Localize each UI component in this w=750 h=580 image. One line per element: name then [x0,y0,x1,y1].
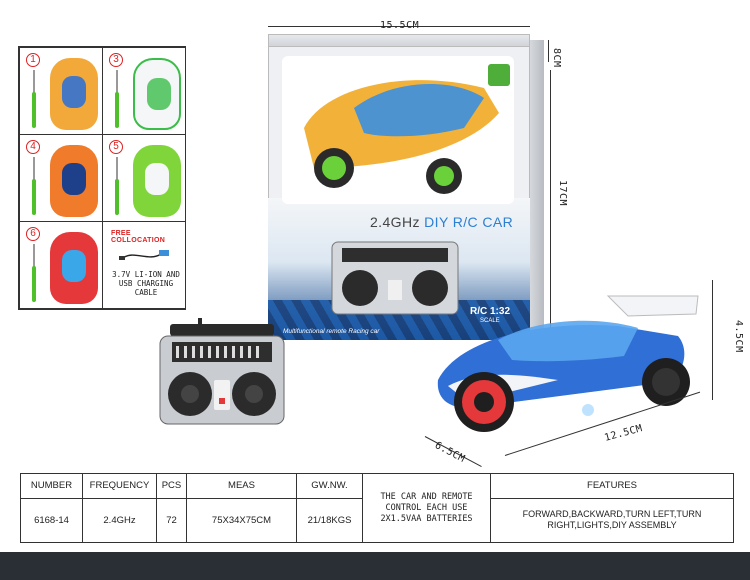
car-width-label: 6.5CM [432,440,467,466]
variant-1: 1 [19,47,103,135]
variant-number: 5 [109,140,123,154]
package-title: 2.4GHz DIY R/C CAR [370,214,513,230]
dimension-line [712,280,713,400]
rc-car-image [437,295,699,432]
packaged-car-image [304,80,499,194]
dimension-line [550,70,551,330]
footer-band [0,552,750,580]
package-height-label: 17CM [557,180,568,207]
variant-number: 6 [26,227,40,241]
header-features: FEATURES [490,473,734,499]
cell-frequency: 2.4GHz [82,497,157,544]
accessory-description: 3.7V LI-ION AND USB CHARGING CABLE [112,270,180,297]
package-depth-label: 8CM [551,48,562,68]
cell-weight: 21/18KGS [296,497,363,544]
spec-table: NUMBER FREQUENCY PCS MEAS GW.NW. THE CAR… [20,473,734,544]
scale-sub-label: SCALE [480,318,500,324]
variant-6: 6 [19,221,103,309]
battery-note: THE CAR AND REMOTE CONTROL EACH USE 2X1.… [362,473,491,543]
variant-number: 1 [26,53,40,67]
screwdriver-icon [115,70,119,128]
package-title-prefix: 2.4GHz [370,214,425,230]
car-variant-image [133,58,181,130]
header-meas: MEAS [186,473,297,499]
package-side [530,40,544,340]
package-remote-image [331,241,459,315]
screwdriver-icon [115,157,119,215]
screwdriver-icon [32,157,36,215]
cell-meas: 75X34X75CM [186,497,297,544]
accessory-cell: FREE COLLOCATION 3.7V LI-ION AND USB CHA… [102,221,186,309]
brand-logo-icon [488,64,510,86]
remote-control-image [159,318,285,425]
variant-number: 3 [109,53,123,67]
car-variant-image [133,145,181,217]
cell-number: 6168-14 [20,497,83,544]
accessory-title: FREE COLLOCATION [111,230,166,244]
cell-features: FORWARD,BACKWARD,TURN LEFT,TURN RIGHT,LI… [490,497,734,544]
package-width-label: 15.5CM [380,20,420,31]
usb-cable-icon [119,250,169,260]
header-weight: GW.NW. [296,473,363,499]
package-title-accent: DIY R/C CAR [424,214,514,230]
cell-pcs: 72 [156,497,187,544]
dimension-line [548,40,549,62]
table-row: 6168-14 2.4GHz 72 75X34X75CM 21/18KGS FO… [20,497,734,544]
package-caption: Multifunctional remote Racing car [283,328,380,335]
header-number: NUMBER [20,473,83,499]
variant-3: 3 [102,47,186,135]
scale-label: R/C 1:32 [470,306,511,317]
screwdriver-icon [32,244,36,302]
variant-number: 4 [26,140,40,154]
car-variant-image [50,58,98,130]
car-variant-image [50,232,98,304]
variant-4: 4 [19,134,103,222]
table-header-row: NUMBER FREQUENCY PCS MEAS GW.NW. THE CAR… [20,473,734,543]
car-height-label: 4.5CM [733,320,744,353]
dimension-line [268,26,530,27]
header-frequency: FREQUENCY [82,473,157,499]
variant-grid: 1 3 4 5 6 FREE COLLOCATION 3.7V LI-ION A… [18,46,186,310]
variant-5: 5 [102,134,186,222]
header-pcs: PCS [156,473,187,499]
car-variant-image [50,145,98,217]
screwdriver-icon [32,70,36,128]
